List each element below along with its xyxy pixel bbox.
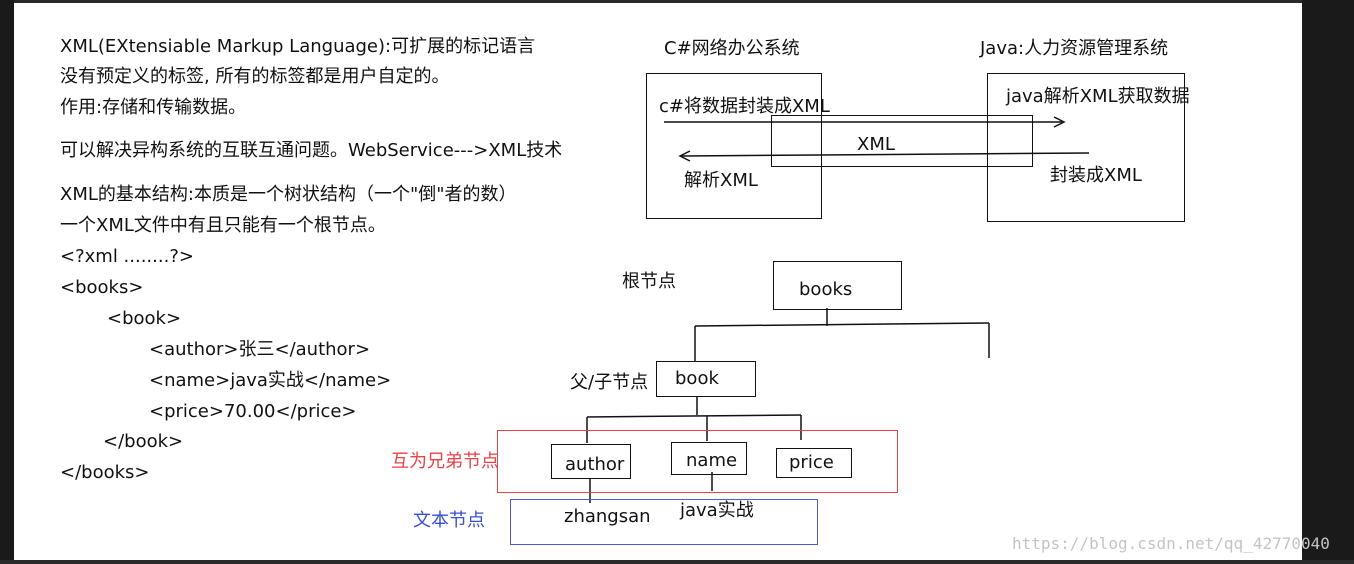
csharp-parse-label: 解析XML [684,170,758,191]
whiteboard-canvas: XML(EXtensiable Markup Language):可扩展的标记语… [14,3,1330,560]
zhangsan-text-node: zhangsan [564,506,651,527]
xml-transfer-label: XML [857,134,895,155]
note-purpose: 作用:存储和传输数据。 [60,97,247,118]
frame-top [0,0,1354,3]
csharp-send-label: c#将数据封装成XML [659,96,830,117]
tree-book-bar [586,414,802,418]
sibling-nodes-box [497,430,898,493]
price-node-text: price [789,452,834,473]
name-node-text: name [686,450,738,471]
java-parse-label: java解析XML获取数据 [1006,86,1190,107]
arrow-to-java-head [1053,116,1066,128]
note-basic-structure: XML的基本结构:本质是一个树状结构（一个"倒"者的数） [60,184,517,205]
code-name: <name>java实战</name> [149,370,392,391]
sibling-nodes-label: 互为兄弟节点 [391,451,499,472]
csharp-system-box [646,73,822,219]
author-node-box [551,444,631,479]
note-heterogeneous-systems: 可以解决异构系统的互联互通问题。WebService--->XML技术 [60,140,563,161]
csharp-system-title: C#网络办公系统 [664,38,800,59]
code-book-open: <book> [107,308,182,329]
java-wrap-label: 封装成XML [1050,165,1142,186]
arrow-to-csharp-line [681,152,1090,157]
frame-left [0,0,14,564]
code-books-close: </books> [60,462,150,483]
java-system-box [987,73,1185,222]
java-book-text-node: java实战 [680,500,754,521]
note-single-root: 一个XML文件中有且只能有一个根节点。 [60,215,386,236]
name-node-box [671,442,747,475]
price-node-box [776,448,852,478]
code-declaration: <?xml ........?> [60,246,194,267]
code-price: <price>70.00</price> [149,401,357,422]
code-book-close: </book> [103,431,184,452]
parent-child-node-label: 父/子节点 [570,372,649,393]
note-xml-definition: XML(EXtensiable Markup Language):可扩展的标记语… [60,36,536,57]
books-node-text: books [799,279,853,300]
code-author: <author>张三</author> [149,339,371,360]
author-node-text: author [565,454,625,475]
code-books-open: <books> [60,277,144,298]
java-system-title: Java:人力资源管理系统 [980,38,1169,59]
frame-bottom [0,560,1354,564]
xml-transfer-box [771,115,1033,167]
watermark-url: https://blog.csdn.net/qq_42770040 [1012,534,1330,553]
book-node-text: book [675,368,719,389]
text-nodes-box [510,499,818,545]
frame-right [1302,0,1354,564]
root-node-label: 根节点 [622,271,676,292]
tree-books-bar [694,322,990,327]
text-nodes-label: 文本节点 [413,510,485,531]
note-no-predefined-tags: 没有预定义的标签, 所有的标签都是用户自定的。 [60,66,450,87]
book-node-box [656,361,756,397]
systems-arrows [586,116,1090,503]
books-node-box [773,261,902,310]
arrow-to-csharp-head [678,150,691,162]
